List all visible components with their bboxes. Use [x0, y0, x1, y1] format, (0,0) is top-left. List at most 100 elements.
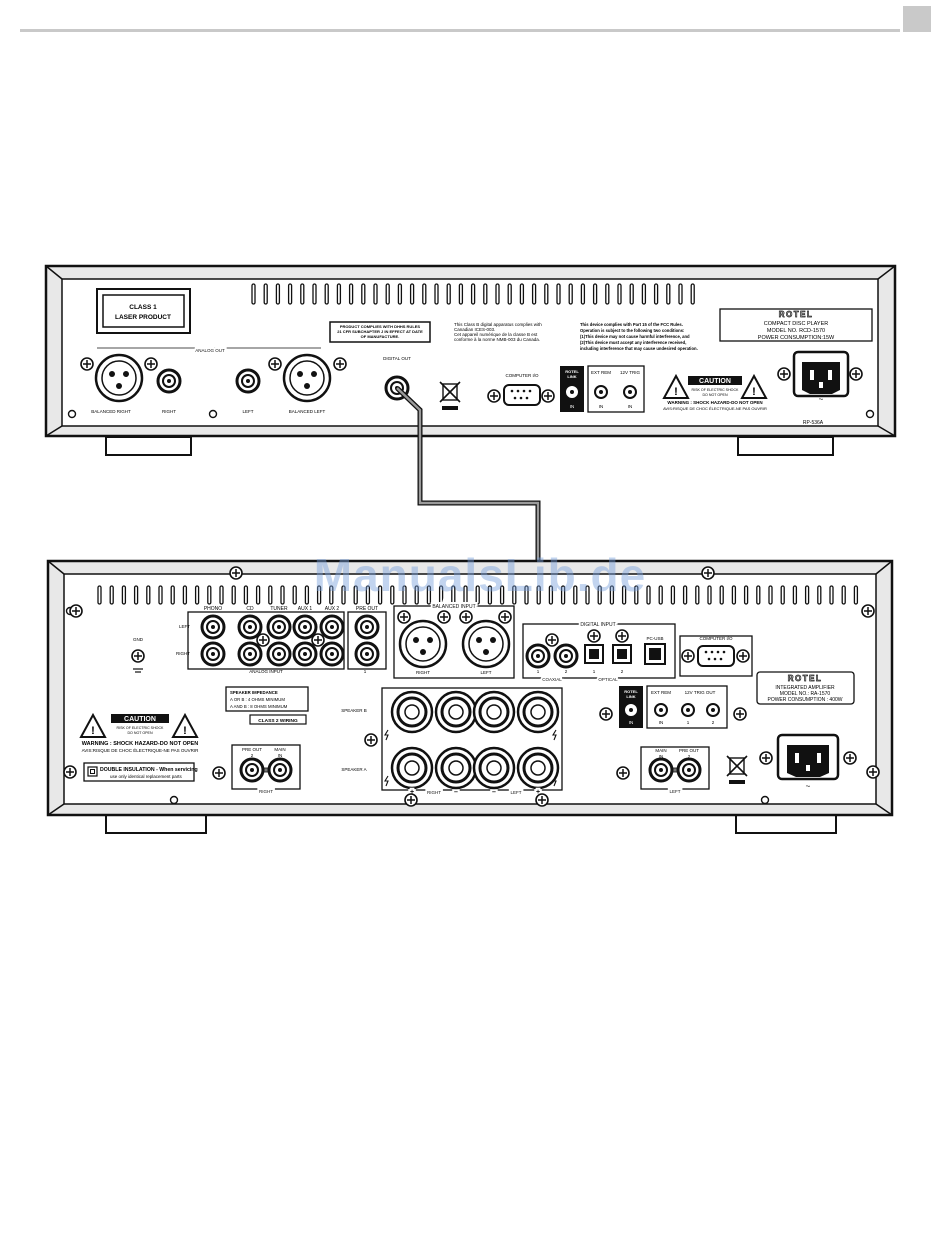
balanced-input-left-xlr[interactable]: [461, 619, 511, 669]
vent-slot: [263, 283, 268, 305]
optical-input-1-jack[interactable]: [584, 644, 604, 664]
left-pre-out-2-jack[interactable]: [676, 757, 702, 783]
speaker-impedance-label: SPEAKER IMPEDANCE A OR B : 4 OHMS MINIMU…: [225, 686, 309, 725]
balanced-input-section: BALANCED INPUT RIGHT LEFT: [393, 602, 515, 679]
left-main-label: MAIN: [655, 748, 666, 753]
right-label: RIGHT: [162, 409, 176, 414]
coaxial-1-number: 1: [537, 669, 540, 674]
vent-slot: [719, 585, 724, 605]
ground-terminal[interactable]: [131, 649, 145, 663]
balanced-input-right-xlr[interactable]: [398, 619, 448, 669]
amp-trig-1-number: 1: [687, 720, 690, 725]
amp-computer-io-port[interactable]: [679, 635, 753, 677]
optical-input-2-jack[interactable]: [612, 644, 632, 664]
left-main-in-jack[interactable]: [648, 757, 674, 783]
fcc-line-3: (1)This device may not cause harmful int…: [580, 334, 690, 339]
cd-trig-in: IN: [628, 404, 633, 409]
canada-line-4: conforme à la norme NMB-003 du Canada.: [454, 337, 540, 342]
amp-vent-slots: [97, 585, 859, 605]
vent-slot: [300, 283, 305, 305]
vent-slot: [597, 585, 602, 605]
vent-slot: [536, 585, 541, 605]
optical-1-number: 1: [593, 669, 596, 674]
aux2-left-jack[interactable]: [319, 614, 345, 640]
cd-ac-inlet[interactable]: [777, 350, 863, 398]
laser-label: CLASS 1 LASER PRODUCT: [96, 288, 191, 334]
amp-rotel-link-in: IN: [629, 720, 634, 725]
cd-right-jack[interactable]: [237, 641, 263, 667]
speaker-right-label: RIGHT: [427, 790, 441, 795]
laser-label-line-2: LASER PRODUCT: [115, 314, 171, 321]
amp-caution-sub-1: RISK OF ELECTRIC SHOCK: [117, 726, 165, 730]
vent-slot: [483, 283, 488, 305]
right-main-in-jack[interactable]: [267, 757, 293, 783]
vent-slot: [682, 585, 688, 605]
analog-left-rca-jack[interactable]: [235, 368, 261, 394]
right-pre-out-2-jack[interactable]: [239, 757, 265, 783]
speaker-a-right-minus-terminal[interactable]: [434, 746, 478, 790]
balanced-right-xlr-jack[interactable]: [94, 353, 144, 403]
coaxial-input-1-jack[interactable]: [525, 643, 551, 669]
cd-ac-symbol: ~: [819, 395, 824, 404]
vent-slot: [458, 283, 464, 305]
cd-left-jack[interactable]: [237, 614, 263, 640]
speaker-a-left-plus-terminal[interactable]: [516, 746, 560, 790]
vent-slot: [829, 585, 834, 605]
cd-computer-io-port[interactable]: [487, 384, 555, 406]
tuner-left-jack[interactable]: [266, 614, 292, 640]
aux1-left-jack[interactable]: [292, 614, 318, 640]
amp-ext-rem-in: IN: [659, 720, 664, 725]
tuner-label: TUNER: [270, 606, 288, 612]
right-pre-out-number: 2: [251, 753, 254, 758]
left-minus-sign: –: [492, 789, 496, 796]
speaker-a-left-minus-terminal[interactable]: [472, 746, 516, 790]
class2-wiring-label: CLASS 2 WIRING: [258, 718, 298, 724]
canada-line-2: Canadian ICES-003.: [454, 327, 495, 332]
digital-out-label: DIGITAL OUT: [383, 356, 411, 361]
coaxial-input-2-jack[interactable]: [553, 643, 579, 669]
speaker-b-left-minus-terminal[interactable]: [472, 690, 516, 734]
aux1-right-jack[interactable]: [292, 641, 318, 667]
speaker-terminals: SPEAKER B SPEAKER A + RIGHT – – LEFT: [341, 687, 563, 807]
vent-slot: [519, 283, 525, 305]
right-pre-out-label: PRE OUT: [242, 747, 262, 752]
impedance-line-1: SPEAKER IMPEDANCE: [230, 690, 278, 695]
cd-caution-title: CAUTION: [699, 378, 731, 385]
pre-out-left-jack[interactable]: [354, 614, 380, 640]
coaxial-2-number: 2: [565, 669, 568, 674]
pre-out-right-jack[interactable]: [354, 641, 380, 667]
amp-ac-inlet[interactable]: [759, 733, 857, 781]
coaxial-cable: [395, 386, 541, 650]
amp-ext-rem-label: EXT REM: [651, 690, 671, 695]
vent-slot: [499, 585, 505, 605]
cd-model-line-3: POWER CONSUMPTION:15W: [758, 335, 835, 341]
vent-slot: [390, 585, 395, 605]
aux2-right-jack[interactable]: [319, 641, 345, 667]
aux1-label: AUX 1: [298, 606, 313, 612]
speaker-b-right-plus-terminal[interactable]: [390, 690, 434, 734]
phono-right-jack[interactable]: [200, 641, 226, 667]
vent-slot: [275, 283, 281, 305]
speaker-a-label: SPEAKER A: [341, 767, 366, 772]
vent-slot: [304, 585, 310, 605]
speaker-b-right-minus-terminal[interactable]: [434, 690, 478, 734]
speaker-a-right-plus-terminal[interactable]: [390, 746, 434, 790]
pc-usb-port[interactable]: [644, 643, 666, 665]
vent-slot: [817, 585, 822, 605]
right-minus-sign: –: [454, 789, 458, 796]
cd-player-rear-panel: CLASS 1 LASER PRODUCT PRODUCT COMPLIES W…: [44, 264, 897, 456]
tuner-right-jack[interactable]: [266, 641, 292, 667]
analog-right-rca-jack[interactable]: [156, 368, 182, 394]
phono-left-jack[interactable]: [200, 614, 226, 640]
digital-input-label: DIGITAL INPUT: [580, 622, 615, 628]
amp-right-row-label: RIGHT: [176, 651, 190, 656]
speaker-b-left-plus-terminal[interactable]: [516, 690, 560, 734]
phono-label: PHONO: [204, 606, 222, 612]
right-main-in-label: IN: [278, 753, 283, 758]
optical-2-number: 2: [621, 669, 624, 674]
cd-ext-rem-label: EXT REM: [591, 370, 611, 375]
amp-brand-logo: ROTEL: [788, 674, 823, 683]
vent-slot: [707, 585, 712, 605]
vent-slot: [438, 585, 444, 605]
balanced-left-xlr-jack[interactable]: [282, 353, 332, 403]
